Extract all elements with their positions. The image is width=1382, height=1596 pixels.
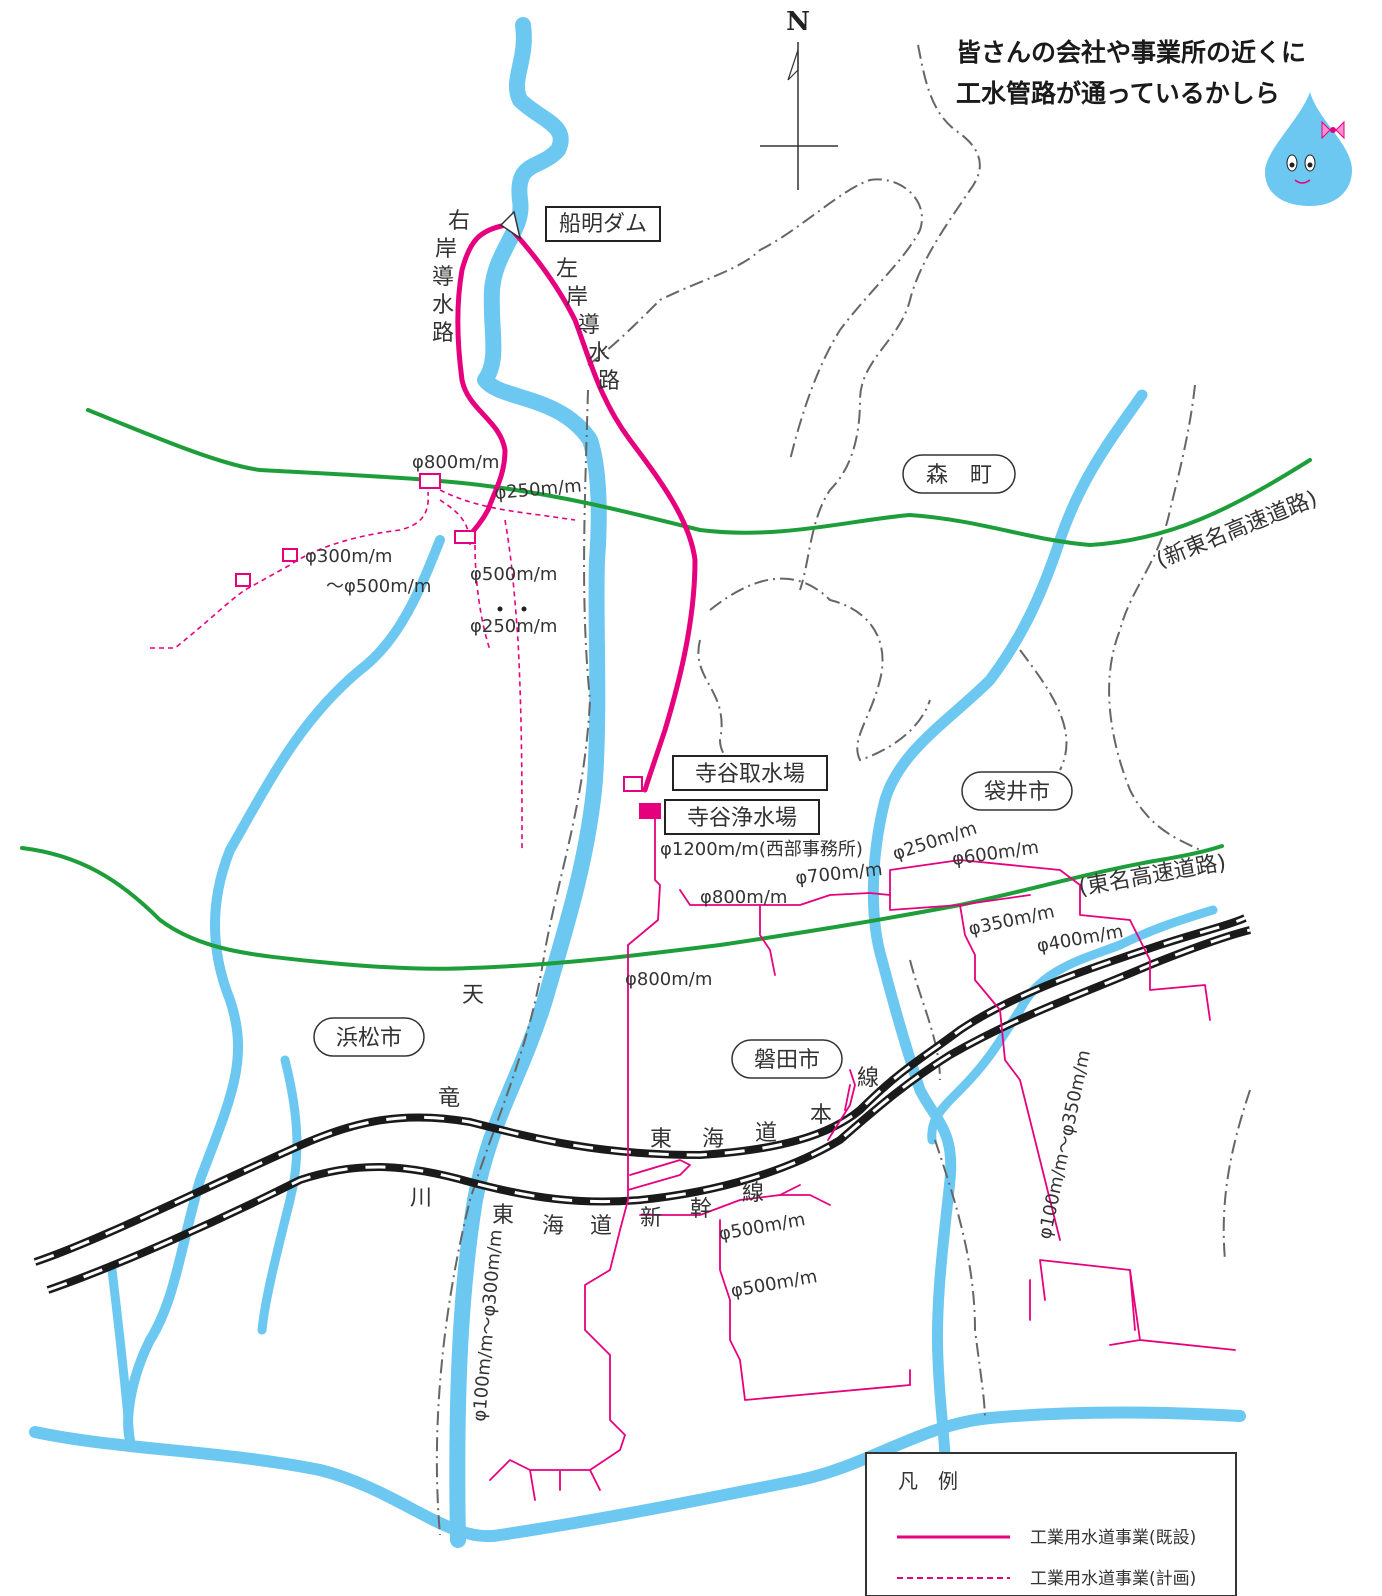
planned-square-1	[282, 548, 298, 562]
railways	[33, 914, 1251, 1294]
plant-label: 寺谷浄水場	[664, 799, 820, 835]
legend-title: 凡 例	[898, 1469, 958, 1493]
east-river	[867, 389, 1148, 1466]
svg-text:海: 海	[542, 1214, 564, 1239]
speech-line-1: 皆さんの会社や事業所の近くに	[956, 38, 1306, 67]
shinkansen-label: 線 幹 新 道 海 東	[492, 1181, 764, 1239]
svg-text:φ1200m/m(西部事務所): φ1200m/m(西部事務所)	[660, 839, 863, 860]
legend-existing-label: 工業用水道事業(既設)	[1030, 1528, 1196, 1548]
svg-text:φ800m/m: φ800m/m	[412, 452, 499, 473]
svg-text:新: 新	[640, 1206, 662, 1231]
svg-text:水: 水	[432, 293, 454, 318]
svg-text:左: 左	[556, 257, 578, 282]
svg-text:水: 水	[588, 341, 610, 366]
svg-text:導: 導	[432, 265, 454, 290]
svg-text:竜: 竜	[438, 1086, 460, 1111]
svg-text:φ800m/m: φ800m/m	[625, 969, 712, 990]
water-drop-mascot	[1265, 92, 1352, 206]
west-tributary	[123, 535, 445, 1445]
svg-text:導: 導	[578, 313, 600, 338]
dam-name: 船明ダム	[559, 212, 647, 237]
tenryu-river-label: 天 竜 川	[410, 983, 484, 1211]
tomei-label: (東名高速道路)	[1077, 850, 1228, 901]
svg-text:岸: 岸	[566, 285, 588, 310]
town-hamamatsu: 浜松市	[313, 1017, 425, 1057]
southwest-creek	[107, 1265, 135, 1445]
svg-text:～φ500m/m: ～φ500m/m	[326, 576, 431, 597]
svg-text:線: 線	[857, 1066, 879, 1091]
north-arrow: N	[760, 7, 838, 190]
dam-icon	[499, 210, 522, 240]
teradani-intake-marker	[623, 776, 643, 792]
town-fukuroi: 袋井市	[961, 771, 1073, 811]
legend: 凡 例 工業用水道事業(既設) 工業用水道事業(計画)	[865, 1452, 1237, 1596]
svg-text:φ300m/m: φ300m/m	[305, 546, 392, 567]
svg-text:海: 海	[702, 1127, 724, 1152]
highways	[20, 408, 1312, 971]
svg-text:φ500m/m: φ500m/m	[470, 564, 557, 585]
left-bank-conduit	[509, 227, 698, 793]
svg-text:幹: 幹	[690, 1197, 712, 1222]
right-bank-label: 右 岸 導 水 路	[432, 209, 470, 346]
town-iwata: 磐田市	[731, 1039, 843, 1079]
svg-text:磐田市: 磐田市	[754, 1048, 820, 1073]
pipe-size-labels: φ800m/m φ250m/m φ300m/m ～φ500m/m φ500m/m…	[305, 452, 1125, 1422]
tokaido-main-line-label: 線 本 道 海 東	[650, 1066, 879, 1152]
svg-text:道: 道	[755, 1121, 777, 1146]
southern-coast	[29, 1406, 1246, 1543]
svg-text:東: 東	[650, 1127, 672, 1152]
west-small-creek	[257, 1055, 302, 1335]
compass-label: N	[786, 7, 810, 37]
speech-line-2: 工水管路が通っているかしら	[956, 79, 1280, 108]
distribution-network	[489, 814, 1236, 1501]
teradani-plant-marker	[639, 803, 661, 819]
svg-text:天: 天	[462, 983, 484, 1008]
facility-markers	[235, 473, 661, 819]
intake-square-2	[454, 530, 476, 544]
svg-text:右: 右	[448, 209, 470, 234]
svg-text:本: 本	[810, 1103, 832, 1128]
svg-text:袋井市: 袋井市	[984, 780, 1050, 805]
legend-planned-label: 工業用水道事業(計画)	[1030, 1569, 1196, 1589]
dam-label: 船明ダム	[545, 206, 661, 242]
svg-text:道: 道	[590, 1214, 612, 1239]
plant-name: 寺谷浄水場	[687, 806, 797, 831]
intake-square-1	[419, 473, 441, 489]
svg-text:路: 路	[598, 369, 620, 394]
svg-text:φ100m/m～φ350m/m: φ100m/m～φ350m/m	[1034, 1048, 1095, 1241]
intake-name: 寺谷取水場	[695, 762, 805, 787]
intake-label: 寺谷取水場	[672, 755, 828, 791]
svg-text:森 町: 森 町	[926, 463, 992, 488]
svg-text:路: 路	[432, 321, 454, 346]
svg-text:川: 川	[410, 1186, 432, 1211]
right-bank-conduit	[455, 222, 509, 543]
svg-text:東: 東	[492, 1203, 514, 1228]
svg-text:岸: 岸	[435, 237, 457, 262]
tokaido-main-line-inner	[34, 916, 1246, 1264]
town-mori: 森 町	[902, 454, 1016, 494]
svg-text:φ500m/m: φ500m/m	[729, 1266, 819, 1302]
left-bank-label: 左 岸 導 水 路	[556, 257, 620, 394]
east-river-branch	[927, 905, 1218, 1145]
svg-text:φ500m/m: φ500m/m	[717, 1209, 807, 1245]
svg-text:浜松市: 浜松市	[336, 1026, 402, 1051]
svg-text:φ250m/m: φ250m/m	[470, 616, 557, 637]
svg-text:線: 線	[742, 1181, 764, 1206]
planned-pipelines	[150, 489, 576, 851]
svg-text:φ800m/m: φ800m/m	[700, 887, 787, 908]
tokaido-shinkansen-inner	[47, 928, 1251, 1292]
shin-tomei-label: (新東名高速道路)	[1153, 486, 1321, 573]
existing-pipelines	[455, 222, 1236, 1501]
shin-tomei-expressway	[86, 408, 1312, 548]
tomei-expressway	[20, 844, 1224, 971]
planned-square-2	[235, 573, 251, 587]
